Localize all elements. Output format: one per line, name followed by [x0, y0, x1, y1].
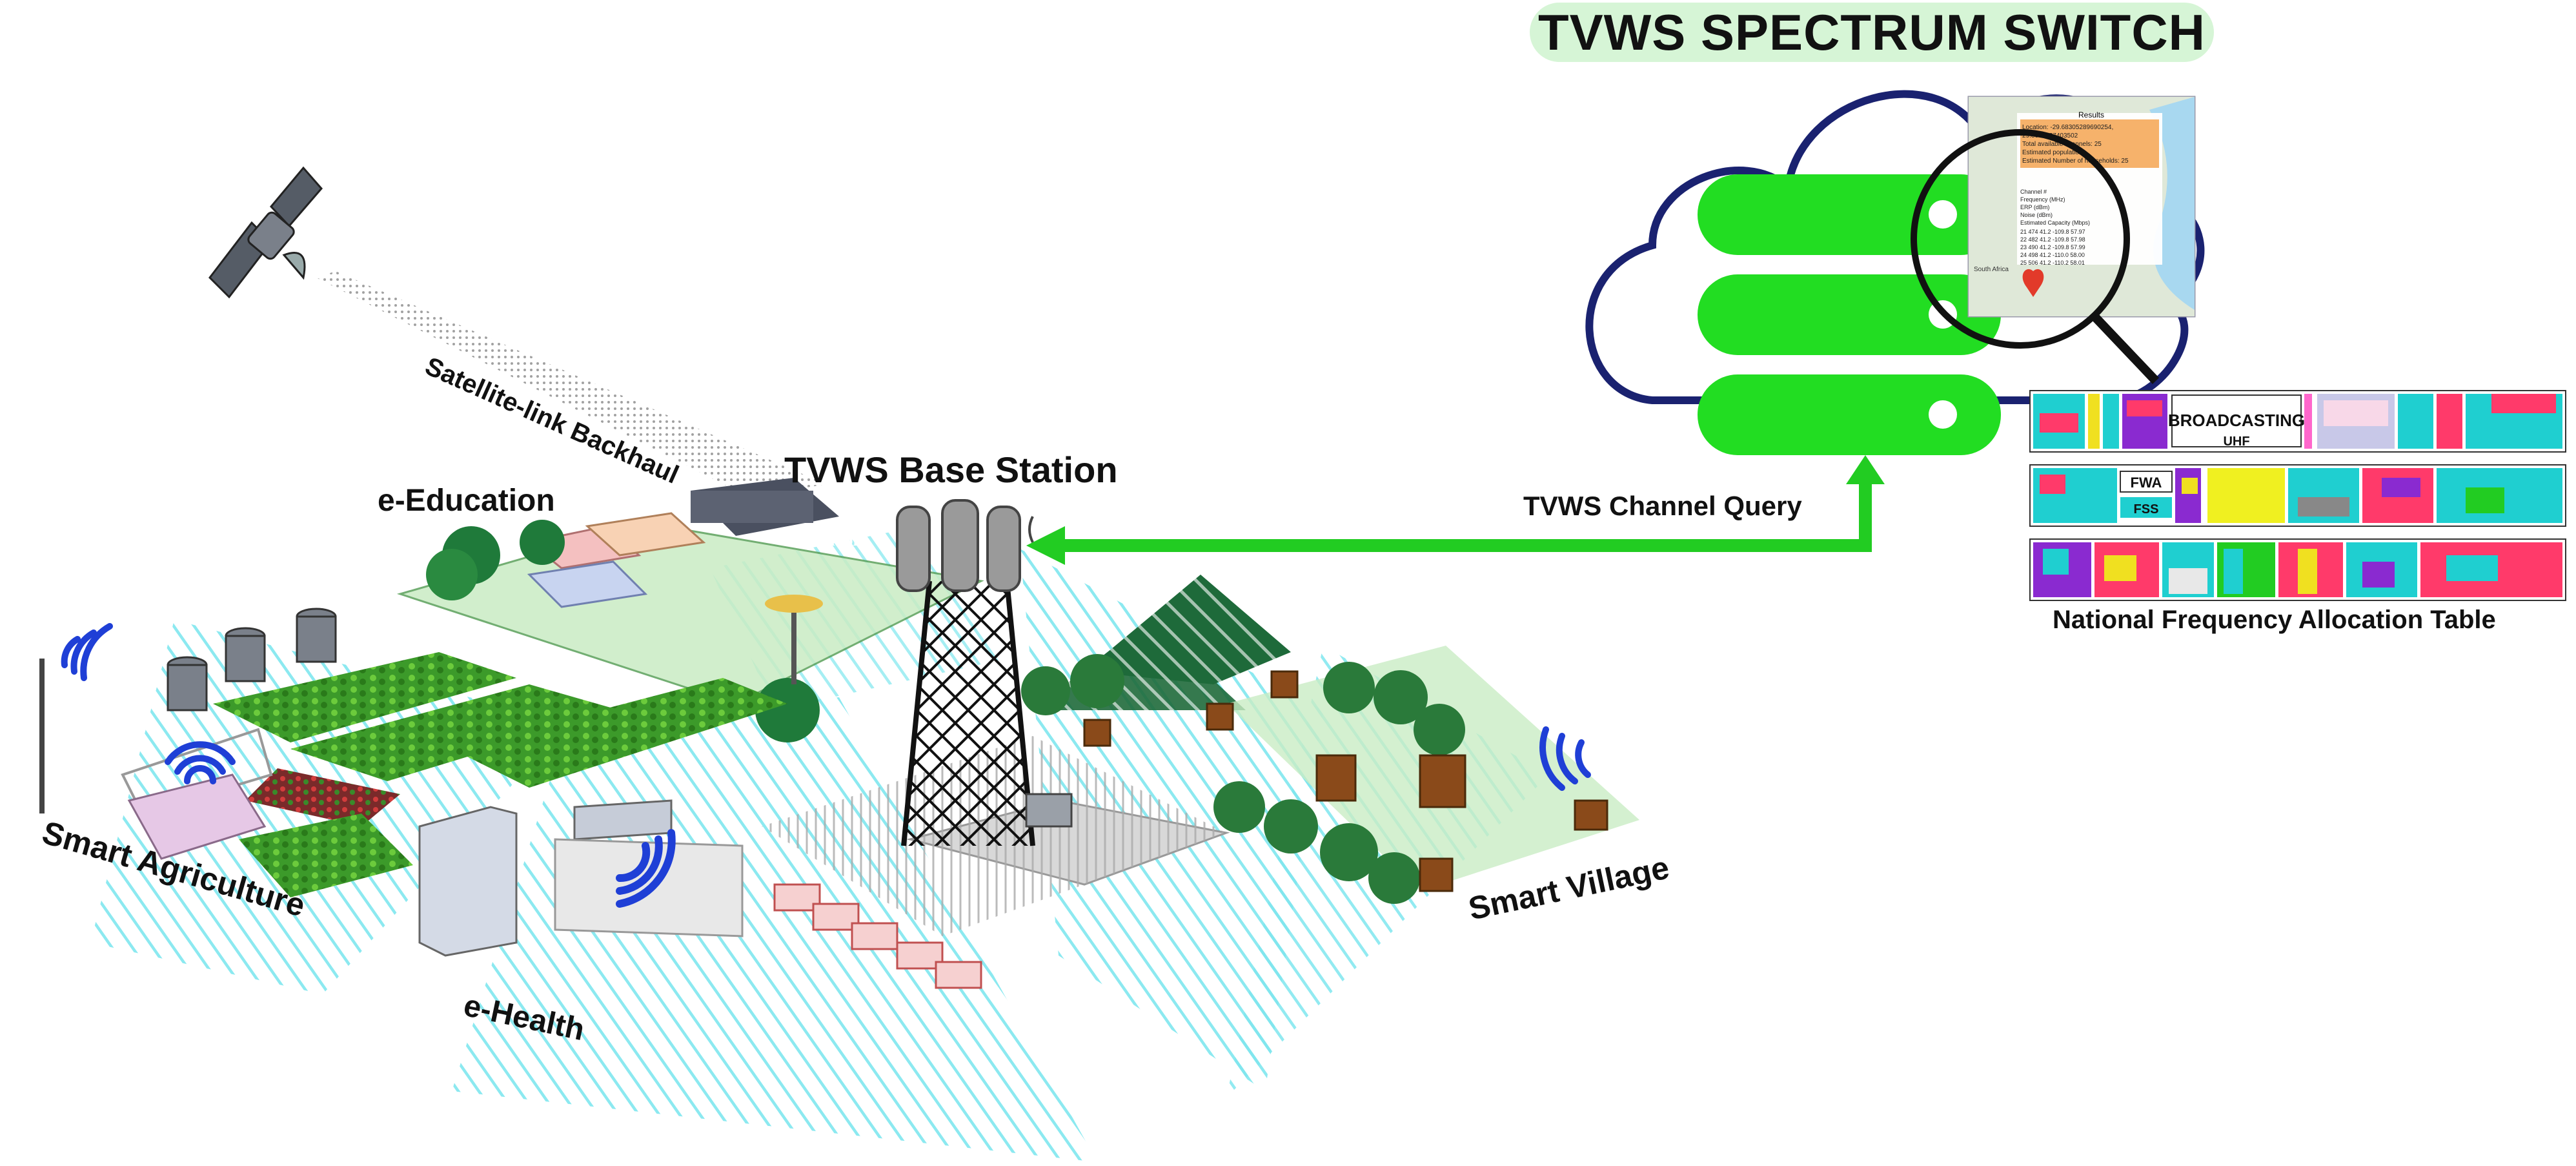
server-unit — [1698, 374, 2001, 455]
channel-query-arrow — [1026, 455, 1885, 565]
band-fss: FSS — [2134, 502, 2159, 517]
wifi-icon — [61, 623, 113, 681]
village-scene — [1021, 575, 1639, 904]
agriculture-fields — [39, 608, 787, 897]
diagram-title: TVWS SPECTRUM SWITCH — [1538, 3, 2206, 61]
results-panel: Results Location: -29.68305289690254, 29… — [1967, 96, 2196, 318]
results-table-rows: 21 474 41.2 -109.8 57.97 22 482 41.2 -10… — [2020, 229, 2085, 266]
magnifier-icon — [1911, 129, 2160, 384]
wifi-icon — [1539, 726, 1591, 791]
results-col: Frequency (MHz) — [2020, 196, 2065, 203]
band-fwa: FWA — [2131, 475, 2162, 491]
nfat-row-3 — [2029, 538, 2566, 601]
server-unit — [1698, 274, 2001, 355]
results-table-header: Channel # Frequency (MHz) ERP (dBm) Nois… — [2020, 189, 2090, 226]
results-heading: Results — [2078, 110, 2104, 119]
server-rack — [1698, 174, 2001, 455]
band-uhf: UHF — [2223, 435, 2249, 449]
results-row: 25 506 41.2 -110.2 58.01 — [2020, 260, 2085, 266]
results-info-line: Estimated population — [2022, 149, 2082, 156]
channel-query-label: TVWS Channel Query — [1523, 491, 1802, 521]
results-row: 22 482 41.2 -109.8 57.98 — [2020, 236, 2085, 243]
nfat-row-2 — [2029, 464, 2566, 527]
wifi-icon — [165, 741, 236, 784]
base-station-label: TVWS Base Station — [784, 449, 1118, 490]
base-station-tower — [762, 499, 1230, 936]
map-country-label: South Africa — [1974, 266, 2009, 273]
server-led — [1929, 200, 1957, 229]
nfat-row-1 — [2029, 390, 2566, 453]
results-col: ERP (dBm) — [2020, 204, 2049, 210]
location-pin-icon — [2022, 269, 2044, 297]
results-col: Noise (dBm) — [2020, 212, 2053, 218]
e-education-label: e-Education — [378, 484, 555, 518]
server-led — [1929, 400, 1957, 429]
nfat-label: National Frequency Allocation Table — [2053, 606, 2496, 634]
frequency-allocation-table: BROADCASTING UHF FWA FSS — [2029, 390, 2566, 601]
results-col: Estimated Capacity (Mbps) — [2020, 220, 2090, 226]
band-broadcasting: BROADCASTING — [2168, 411, 2305, 430]
results-row: 21 474 41.2 -109.8 57.97 — [2020, 229, 2085, 235]
results-row: 24 498 41.2 -110.0 58.00 — [2020, 252, 2085, 258]
results-col: Channel # — [2020, 189, 2047, 195]
results-info-line: Location: -29.68305289690254, — [2022, 124, 2113, 131]
satellite-beam — [316, 271, 826, 497]
wifi-icon — [616, 829, 676, 908]
results-info-line: Estimated Number of households: 25 — [2022, 158, 2129, 165]
education-platform — [396, 478, 984, 742]
school-label: School — [807, 530, 858, 550]
satellite-icon — [208, 166, 323, 299]
results-row: 23 490 41.2 -109.8 57.99 — [2020, 244, 2085, 251]
title-banner: TVWS SPECTRUM SWITCH — [1530, 3, 2214, 62]
